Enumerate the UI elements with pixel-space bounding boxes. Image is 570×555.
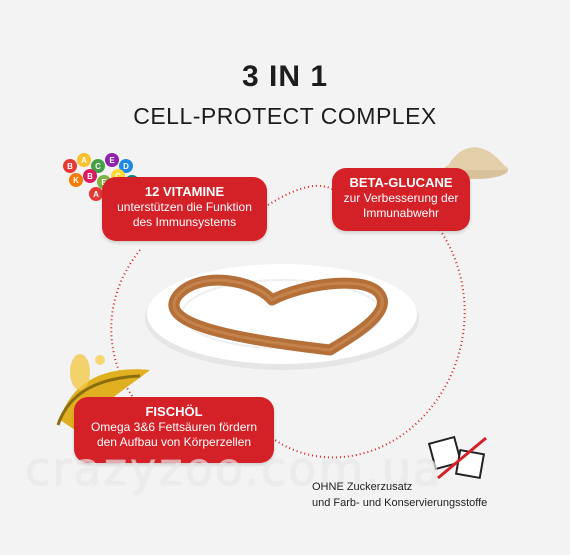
no-sugar-cubes-icon: [427, 435, 487, 480]
beta-line2: Immunabwehr: [362, 206, 440, 220]
vitamin-letter: E: [109, 156, 115, 165]
vitamins-line1: unterstützen die Funktion: [117, 200, 252, 214]
vitamin-letter: A: [81, 156, 87, 165]
vitamin-letter: B: [87, 172, 93, 181]
note-line2: und Farb- und Konservierungsstoffe: [312, 497, 488, 509]
note-line1: OHNE Zuckerzusatz: [312, 481, 413, 493]
fish-heading: FISCHÖL: [145, 404, 203, 419]
vitamin-letter: D: [123, 162, 129, 171]
fish-line1: Omega 3&6 Fettsäuren fördern: [90, 420, 258, 434]
beta-line1: zur Verbesserung der: [343, 191, 459, 205]
vitamins-line2: des Immunsystems: [132, 215, 237, 229]
vitamin-letter: C: [95, 162, 101, 171]
fish-line2: den Aufbau von Körperzellen: [96, 435, 252, 449]
vitamins-badge: 12 VITAMINE unterstützen die Funktion de…: [102, 177, 267, 241]
heart-snack: [168, 274, 388, 356]
vitamin-letter: C: [115, 172, 121, 181]
headline: 3 IN 1: [241, 60, 329, 93]
vitamin-letter: B: [67, 162, 73, 171]
free-from-note: OHNE Zuckerzusatz und Farb- und Konservi…: [312, 479, 487, 511]
watermark: crazyzoo.com.ua: [25, 442, 444, 496]
vitamin-letter: K: [73, 176, 79, 185]
beta-heading: BETA-GLUCANE: [349, 175, 453, 190]
vitamin-letter: A: [93, 190, 99, 199]
vitamins-heading: 12 VITAMINE: [144, 184, 225, 199]
subheadline: CELL-PROTECT COMPLEX: [133, 103, 437, 129]
beta-glucane-badge: BETA-GLUCANE zur Verbesserung der Immuna…: [332, 168, 470, 231]
fish-oil-badge: FISCHÖL Omega 3&6 Fettsäuren fördern den…: [74, 397, 274, 463]
